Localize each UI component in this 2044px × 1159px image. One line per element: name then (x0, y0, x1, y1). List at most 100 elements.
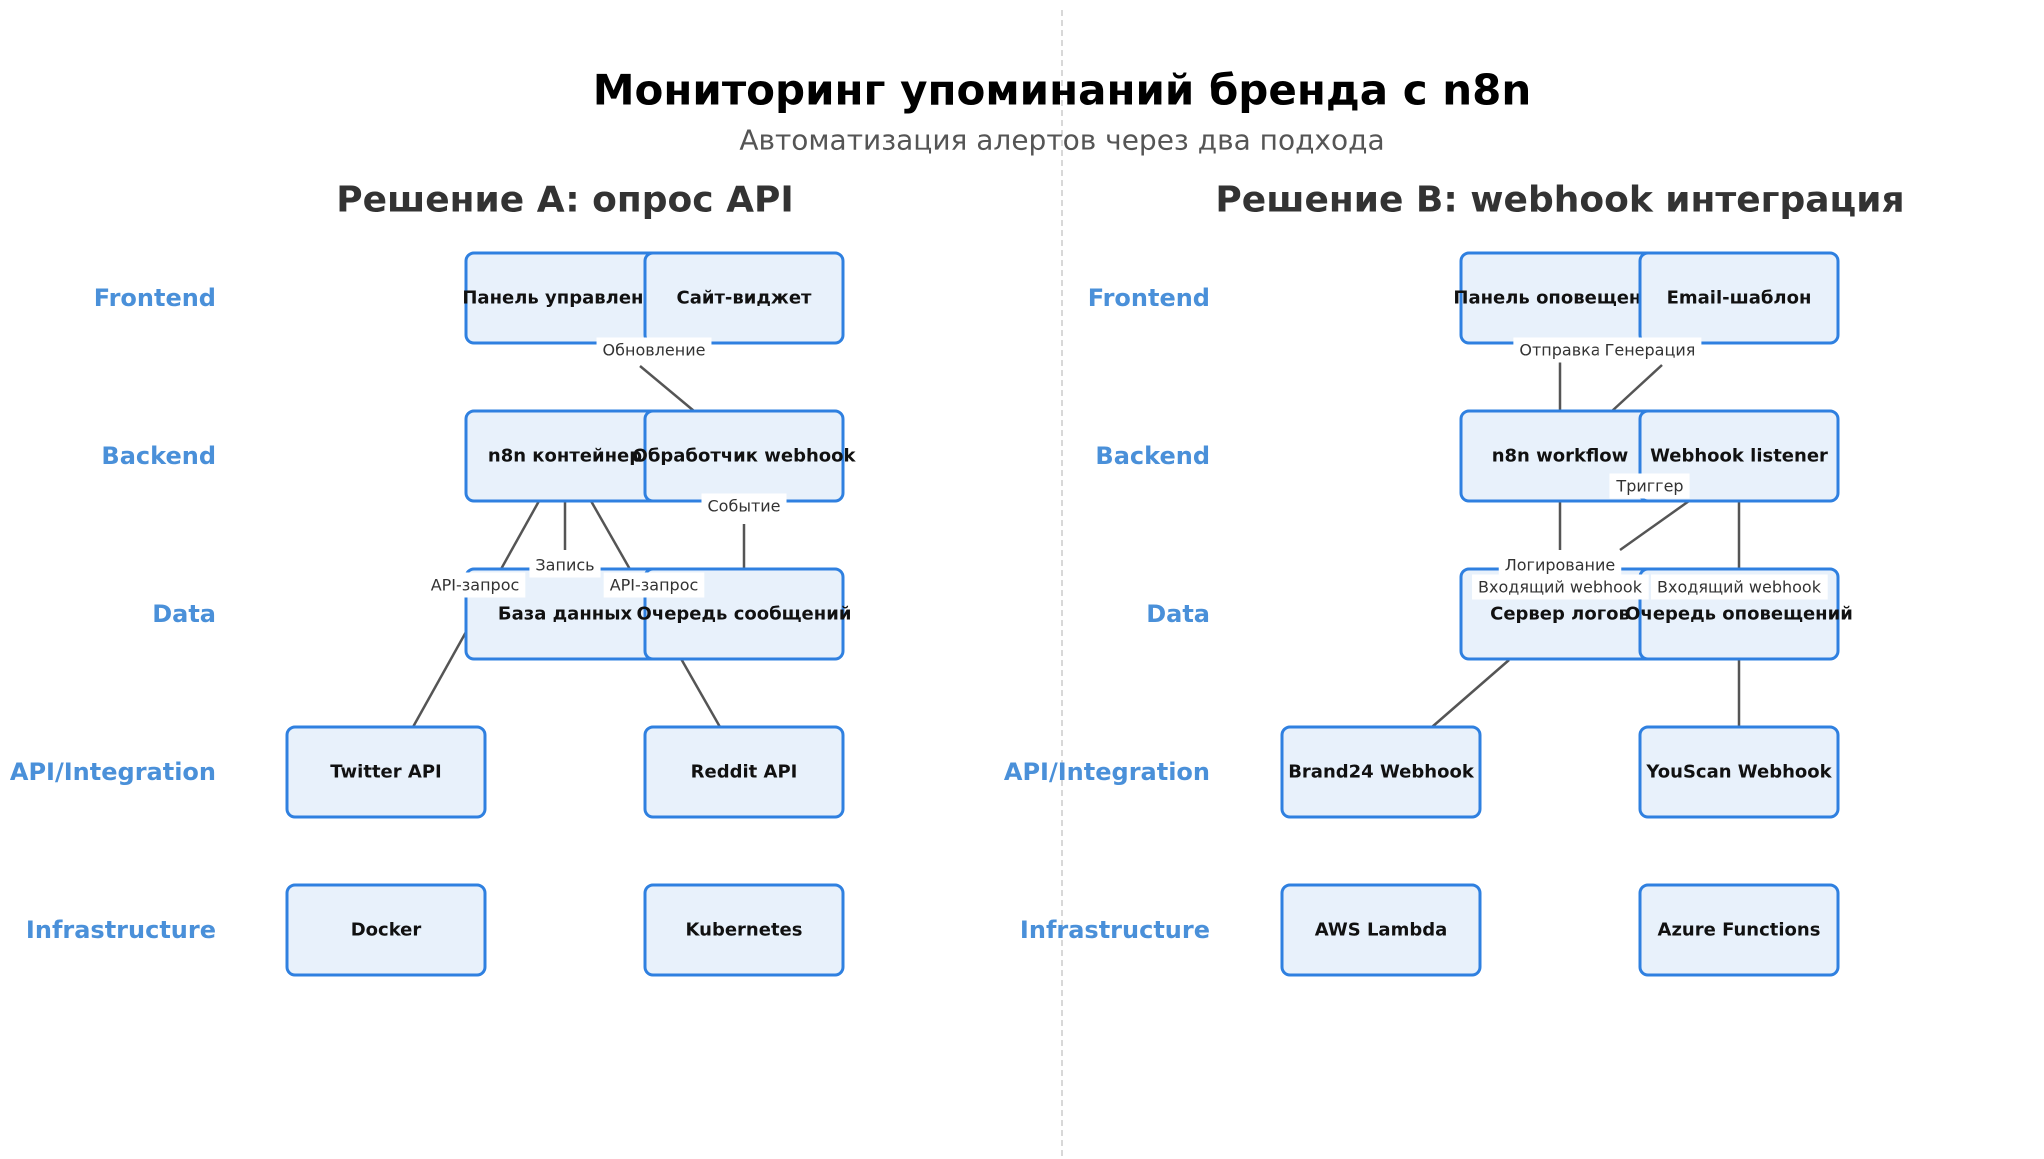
edge-label-text: Генерация (1605, 341, 1696, 360)
node-label: YouScan Webhook (1645, 762, 1832, 783)
edge-label-text: Входящий webhook (1657, 578, 1822, 597)
panel-a-node-reddit: Reddit API (643, 725, 845, 819)
node-box (643, 725, 845, 819)
node-label: n8n workflow (1492, 446, 1629, 467)
edge-label-text: Запись (535, 556, 594, 575)
connector-line (639, 365, 695, 412)
panel-a-edge-label-2: Запись (529, 552, 601, 578)
panel-b-node-brand24: Brand24 Webhook (1280, 725, 1482, 819)
node-label: Очередь оповещений (1625, 604, 1853, 625)
panel-b-edge-workflow-to-brand24 (1431, 659, 1510, 728)
edge-label-text: API-запрос (431, 576, 520, 595)
panel-b-edge-label-3: Логирование (1498, 552, 1622, 578)
panel-b-node-azure: Azure Functions (1638, 883, 1840, 977)
panel-a-node-dashboard: Панель управления (462, 251, 668, 345)
panel-a-node-widget: Сайт-виджет (643, 251, 845, 345)
node-label: Сервер логов (1490, 604, 1630, 625)
panel-b-edge-label-5: Входящий webhook (1651, 574, 1828, 600)
edge-label-background (1651, 574, 1828, 600)
panel-b-node-youscan: YouScan Webhook (1638, 725, 1840, 819)
edge-label-background (603, 572, 705, 598)
edge-label-background (1609, 473, 1690, 499)
panel-a-node-docker: Docker (285, 883, 487, 977)
node-box (1280, 725, 1482, 819)
panel-b-edge-label-6: Триггер (1609, 473, 1690, 499)
panel-b-edge-listener-to-workflow (1619, 499, 1690, 552)
panel-a-layer-data: Data (152, 600, 216, 628)
node-label: AWS Lambda (1315, 920, 1448, 941)
panel-b-node-email: Email-шаблон (1638, 251, 1840, 345)
edge-label-background (596, 337, 712, 363)
edge-label-background (424, 572, 526, 598)
connector-line (1619, 499, 1690, 552)
panel-b-edge-label-1: Отправка (1513, 337, 1607, 363)
panel-b-layer-infrastructure: Infrastructure (1020, 916, 1210, 944)
panel-a-layer-api: API/Integration (10, 758, 216, 786)
panel-b-layer-backend: Backend (1095, 442, 1210, 470)
panel-a-node-twitter: Twitter API (285, 725, 487, 819)
edge-label-background (1498, 552, 1622, 578)
panel-b-node-alert-panel: Панель оповещений (1453, 251, 1667, 345)
node-label: Azure Functions (1658, 920, 1821, 941)
node-box (285, 883, 487, 977)
node-label: Email-шаблон (1667, 288, 1812, 309)
edge-label-text: Отправка (1519, 341, 1600, 360)
node-box (643, 883, 845, 977)
node-box (643, 251, 845, 345)
panel-a-edge-label-5: Событие (701, 493, 787, 519)
panel-b-edge-label-2: Генерация (1598, 337, 1702, 363)
edge-label-text: Обновление (603, 341, 706, 360)
connector-line (1611, 364, 1663, 412)
panel-b-layer-frontend: Frontend (1088, 284, 1210, 312)
node-box (1280, 883, 1482, 977)
panel-a-layer-frontend: Frontend (94, 284, 216, 312)
panel-a-node-webhook-handler: Обработчик webhook (633, 409, 857, 503)
panel-a-layer-infrastructure: Infrastructure (26, 916, 216, 944)
node-label: Docker (351, 920, 422, 941)
panel-b-layer-api: API/Integration (1004, 758, 1210, 786)
connector-line (1431, 659, 1510, 728)
panel-a-title: Решение A: опрос API (336, 180, 794, 221)
panel-a-edge-webhook-handler-to-dashboard (639, 365, 695, 412)
panel-b-node-lambda: AWS Lambda (1280, 883, 1482, 977)
node-label: Kubernetes (686, 920, 803, 941)
edge-label-text: Событие (707, 497, 780, 516)
node-label: Brand24 Webhook (1288, 762, 1475, 783)
node-label: Панель оповещений (1453, 288, 1666, 309)
node-box (1638, 251, 1840, 345)
node-label: Очередь сообщений (637, 604, 852, 625)
panel-b-title: Решение B: webhook интеграция (1215, 180, 1904, 221)
node-box (285, 725, 487, 819)
edge-label-text: Логирование (1505, 556, 1616, 575)
edge-label-background (1598, 337, 1702, 363)
edge-label-text: Триггер (1615, 477, 1683, 496)
diagram-title: Мониторинг упоминаний бренда с n8n (593, 66, 1532, 115)
edge-label-background (701, 493, 787, 519)
node-label: Обработчик webhook (633, 446, 857, 467)
node-label: Панель управления (462, 288, 667, 309)
panel-a-edge-label-3: API-запрос (424, 572, 526, 598)
panel-a-node-container: n8n контейнер (464, 409, 666, 503)
node-box (1638, 883, 1840, 977)
edge-label-background (529, 552, 601, 578)
diagram-subtitle: Автоматизация алертов через два подхода (739, 124, 1384, 157)
panel-b-edge-label-4: Входящий webhook (1472, 574, 1649, 600)
edge-label-text: API-запрос (610, 576, 699, 595)
node-label: Сайт-виджет (677, 288, 813, 309)
node-box (1638, 725, 1840, 819)
panel-b-edge-workflow-to-email (1611, 364, 1663, 412)
panel-a-layer-backend: Backend (101, 442, 216, 470)
node-label: Reddit API (691, 762, 798, 783)
panel-b-layer-data: Data (1146, 600, 1210, 628)
panel-a-node-kubernetes: Kubernetes (643, 883, 845, 977)
node-label: Twitter API (330, 762, 441, 783)
node-label: База данных (498, 604, 633, 625)
node-label: Webhook listener (1650, 446, 1828, 467)
panel-a-edge-label-4: API-запрос (603, 572, 705, 598)
edge-label-background (1472, 574, 1649, 600)
panel-a-edge-label-1: Обновление (596, 337, 712, 363)
edge-label-text: Входящий webhook (1478, 578, 1643, 597)
node-label: n8n контейнер (488, 446, 642, 467)
edge-label-background (1513, 337, 1607, 363)
